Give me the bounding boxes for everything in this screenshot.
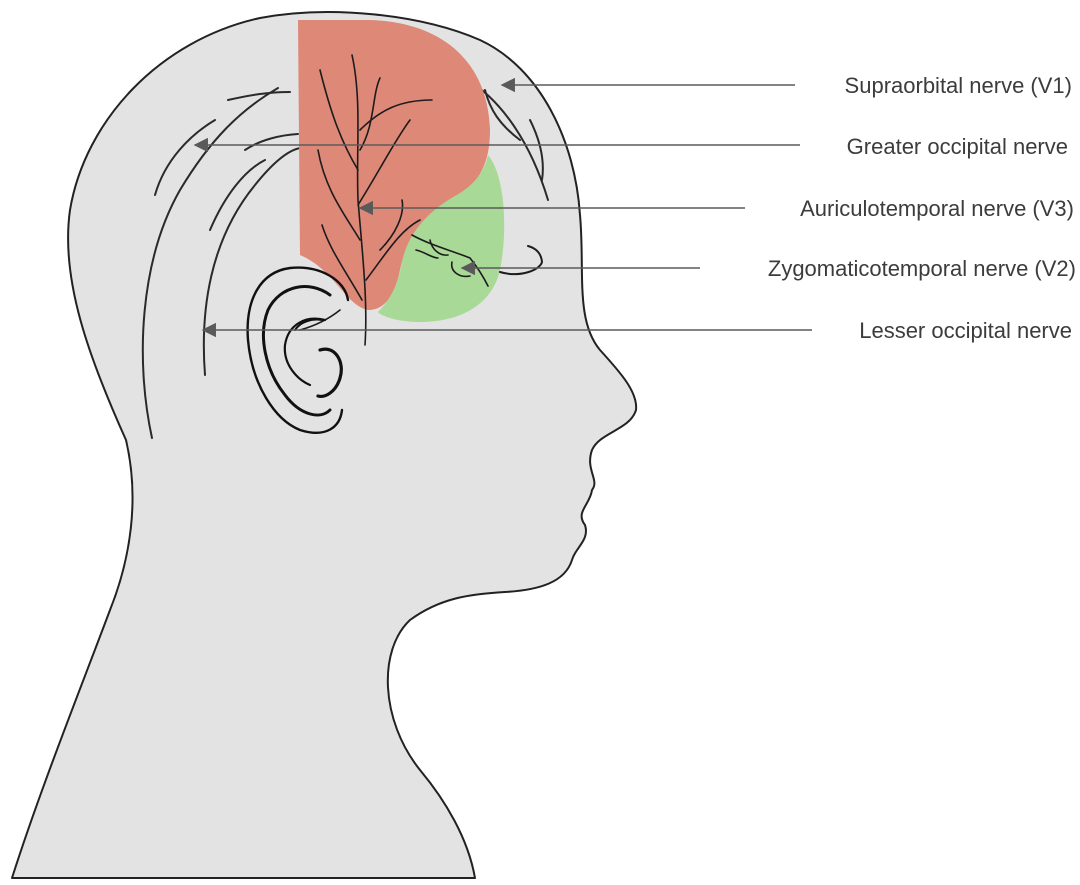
nerve-branch: [415, 249, 439, 259]
supraorbital-territory-region: [298, 20, 490, 310]
hair-strand: [141, 87, 279, 439]
zygomaticotemporal-territory-region: [378, 155, 505, 322]
ear-helix: [261, 285, 332, 417]
nerve-branches: [299, 54, 489, 346]
ear-concha: [316, 347, 343, 398]
nerve-branch: [365, 219, 421, 281]
hair-strand: [227, 91, 291, 101]
nerve-branch: [321, 224, 363, 301]
ear-outer-rim: [246, 266, 350, 434]
lesser-occipital-nerve-label: Lesser occipital nerve: [859, 318, 1072, 343]
supraorbital-nerve-label: Supraorbital nerve (V1): [845, 73, 1072, 98]
nerve-trunk: [351, 54, 367, 346]
nerve-branch: [429, 239, 449, 256]
nerve-branch: [450, 261, 471, 278]
hair-strand: [529, 119, 544, 181]
callout-labels: Supraorbital nerve (V1) Greater occipita…: [768, 73, 1076, 343]
hair-strand: [244, 133, 299, 151]
zygomaticotemporal-nerve-label: Zygomaticotemporal nerve (V2): [768, 256, 1076, 281]
nerve-branch: [319, 69, 359, 171]
nerve-branch: [411, 234, 489, 287]
nerve-branch: [299, 309, 341, 331]
nerve-branch: [357, 119, 411, 206]
hair-strand: [154, 119, 216, 196]
ear-antihelix: [283, 317, 327, 387]
ear-tragus: [294, 318, 323, 331]
ear: [246, 266, 350, 434]
nerve-branch: [359, 99, 433, 131]
auriculotemporal-nerve-label: Auriculotemporal nerve (V3): [800, 196, 1074, 221]
hair-strand: [209, 159, 266, 231]
nerve-branch: [317, 149, 361, 241]
nerve-branch: [359, 77, 381, 151]
eyebrow: [499, 245, 544, 276]
greater-occipital-nerve-label: Greater occipital nerve: [847, 134, 1068, 159]
callout-lines: [193, 77, 812, 338]
hair-strand: [484, 89, 521, 141]
nerve-branch: [379, 199, 404, 251]
